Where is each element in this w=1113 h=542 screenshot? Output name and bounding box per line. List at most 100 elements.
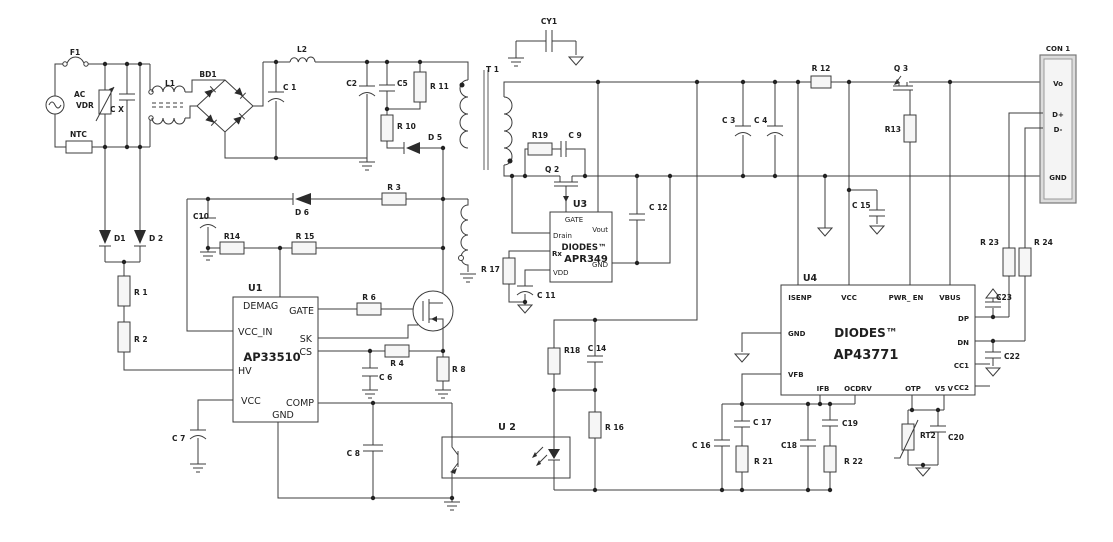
label-ntc: NTC	[70, 130, 87, 139]
con1-pin-vo: Vo	[1053, 80, 1063, 88]
u3-pin-gate: GATE	[565, 216, 583, 224]
capacitor-c16-icon	[714, 439, 730, 447]
u4-brand: DIODES™	[834, 326, 897, 340]
label-ac: AC	[74, 90, 86, 99]
u3-pin-vout: Vout	[592, 226, 608, 234]
ground-rt2-icon	[914, 467, 932, 477]
u2-optocoupler-section	[441, 403, 571, 498]
u4-pin-dn: DN	[957, 339, 969, 347]
resistor-r16-icon	[588, 411, 602, 439]
u1-part: AP33510	[243, 350, 300, 364]
label-t1: T 1	[486, 65, 499, 74]
u3-pin-vdd: VDD	[553, 269, 569, 277]
diode-d2-icon	[134, 230, 146, 247]
capacitor-c8-icon	[363, 444, 383, 452]
u2-body	[441, 436, 571, 479]
u4-pin-vbus: VBUS	[939, 294, 960, 302]
capacitor-c7-icon	[189, 429, 207, 440]
label-c22: C22	[1004, 352, 1020, 361]
u1-pin-gnd: GND	[272, 410, 294, 421]
capacitor-c17-icon	[734, 420, 750, 428]
fuse-icon	[62, 56, 89, 67]
ground-c10-icon	[200, 251, 216, 261]
u4-pin-cc2: CC2	[954, 384, 969, 392]
u3-pin-drain: Drain	[553, 232, 572, 240]
label-r10: R 10	[397, 122, 416, 131]
capacitor-c23-icon	[985, 301, 1001, 308]
u1-pin-comp: COMP	[286, 398, 314, 409]
label-cx: C X	[110, 105, 124, 114]
u4-section	[714, 82, 1043, 490]
u4-body	[780, 284, 976, 396]
label-cy1: CY1	[541, 17, 557, 26]
label-c18: C18	[781, 441, 797, 450]
u1-body	[232, 296, 319, 423]
u3-text: U3 GATE Vout Drain DIODES™ Rx APR349 GND…	[552, 199, 608, 277]
ground-u4-icon	[733, 353, 751, 363]
u4-pin-vfb: VFB	[788, 371, 804, 379]
primary-bus-section	[263, 56, 469, 304]
con1-ref: CON 1	[1046, 45, 1070, 53]
capacitor-c12-icon	[629, 213, 645, 221]
label-d2: D 2	[149, 234, 163, 243]
thermistor-rt2-icon	[894, 410, 919, 465]
label-r21: R 21	[754, 457, 773, 466]
u1-pin-gate: GATE	[289, 306, 314, 317]
u3-brand: DIODES™	[562, 243, 607, 253]
resistor-r12-icon	[810, 75, 832, 89]
label-c19: C19	[842, 419, 858, 428]
u4-part: AP43771	[834, 348, 899, 363]
resistor-r21-icon	[735, 445, 749, 473]
u1-pin-demag: DEMAG	[243, 301, 278, 312]
u1-pin-cs: CS	[299, 347, 312, 358]
label-bd1: BD1	[199, 70, 216, 79]
u4-pin-otp: OTP	[905, 385, 921, 393]
label-c1: C 1	[283, 83, 296, 92]
junction-dots	[102, 59, 996, 501]
label-c6: C 6	[379, 373, 392, 382]
diode-d1-icon	[99, 230, 111, 247]
label-r1: R 1	[134, 288, 148, 297]
resistor-r6-icon	[356, 302, 382, 316]
capacitor-c5-icon	[379, 84, 395, 92]
label-r3: R 3	[387, 183, 401, 192]
u4-pin-ocdrv: OCDRV	[844, 385, 872, 393]
label-c10: C10	[193, 212, 209, 221]
choke-l1-top-icon	[151, 85, 186, 93]
label-q3: Q 3	[894, 64, 908, 73]
resistor-r22-icon	[823, 445, 837, 473]
label-c9: C 9	[568, 131, 581, 140]
label-l1: L1	[165, 79, 175, 88]
ground-c22-icon	[984, 367, 1002, 377]
label-r4: R 4	[390, 359, 404, 368]
u1-section	[189, 290, 460, 511]
ground-c15-icon	[868, 225, 886, 235]
con1-pin-dminus: D-	[1054, 126, 1063, 134]
u3-pin-gnd: GND	[592, 261, 608, 269]
transformer-t1-icon	[458, 70, 513, 283]
u4-pin-gnd: GND	[788, 330, 806, 338]
label-c3: C 3	[722, 116, 735, 125]
label-l2: L2	[297, 45, 307, 54]
label-r11: R 11	[430, 82, 449, 91]
resistor-r18-icon	[547, 347, 561, 375]
u3-pin-rx: Rx	[552, 250, 562, 258]
resistor-r23-icon	[1002, 247, 1016, 277]
label-r13: R13	[885, 125, 901, 134]
ground-r8-icon	[435, 389, 451, 399]
label-c5: C5	[397, 79, 408, 88]
label-c12: C 12	[649, 203, 668, 212]
capacitor-cx-icon	[119, 93, 135, 101]
capacitor-c6-icon	[362, 367, 378, 377]
capacitor-c22-icon	[985, 351, 1001, 359]
resistor-r4-icon	[384, 344, 410, 358]
con1-text: CON 1 Vo D+ D- GND	[1046, 45, 1070, 182]
ground-c7-icon	[190, 463, 206, 473]
capacitor-c1-icon	[267, 91, 285, 103]
choke-l1-bottom-icon	[151, 117, 186, 125]
diode-d6-icon	[292, 193, 311, 205]
u1-text: U1 DEMAG GATE VCC_IN SK CS AP33510 HV VC…	[238, 283, 314, 421]
ntc-icon	[65, 140, 93, 154]
